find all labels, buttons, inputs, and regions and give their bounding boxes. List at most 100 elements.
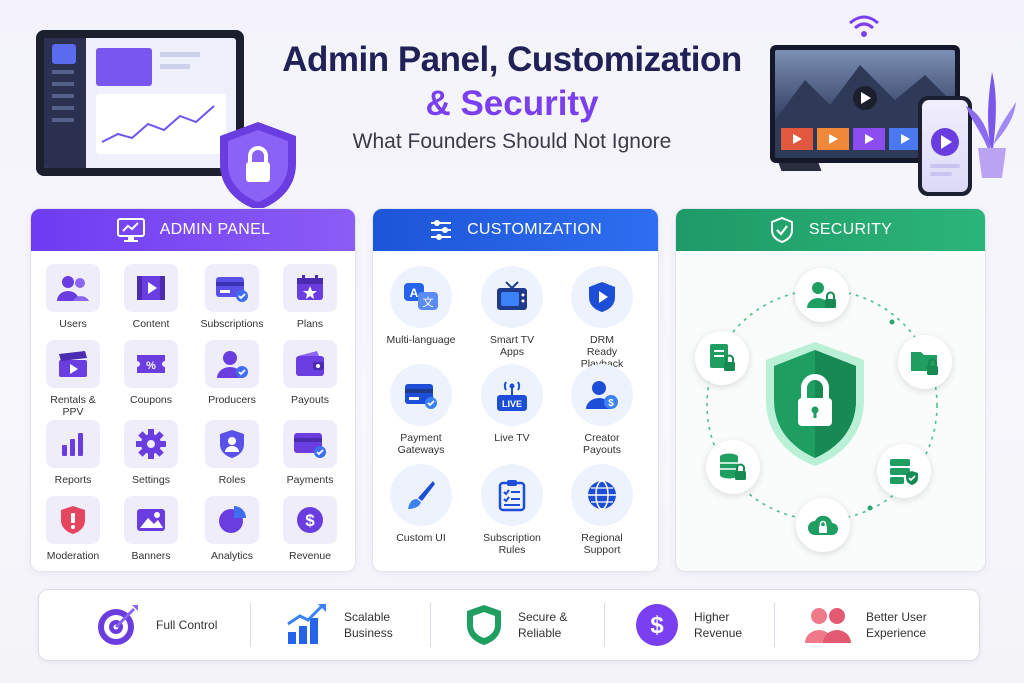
alert-shield-icon (61, 506, 85, 534)
clipboard-icon (498, 480, 526, 512)
live-tv-icon: LIVE (497, 381, 527, 411)
admin-item-moderation[interactable]: Moderation (43, 496, 103, 562)
custom-item-label: Regional Support (581, 532, 623, 556)
admin-item-reports[interactable]: Reports (43, 420, 103, 486)
custom-item-regional-support[interactable]: Regional Support (564, 464, 640, 556)
bar-chart-icon (62, 433, 83, 456)
benefit-label: Full Control (156, 618, 218, 632)
phone-illustration (918, 96, 972, 196)
page-title-line2: & Security (425, 84, 599, 123)
admin-item-label: Analytics (210, 550, 253, 562)
benefit-better-ux: Better User Experience (804, 589, 930, 661)
custom-item-subscription-rules[interactable]: Subscription Rules (474, 464, 550, 556)
admin-item-content[interactable]: Content (120, 264, 182, 330)
benefit-label: Scalable Business (344, 610, 393, 640)
custom-item-label: Smart TV Apps (489, 334, 535, 358)
calendar-star-icon (297, 275, 323, 300)
wallet-icon (296, 351, 324, 376)
paintbrush-icon (408, 481, 435, 509)
admin-item-roles[interactable]: Roles (196, 420, 268, 486)
payment-card-icon (294, 433, 326, 458)
admin-item-analytics[interactable]: Analytics (196, 496, 268, 562)
custom-item-payment-gateways[interactable]: Payment Gateways (382, 364, 460, 456)
svg-text:$: $ (305, 511, 315, 530)
image-icon (137, 509, 165, 531)
cloud-lock-icon (808, 515, 838, 535)
admin-panel-header: ADMIN PANEL (31, 209, 355, 251)
film-icon (137, 276, 165, 300)
divider (604, 603, 605, 647)
revenue-coin-icon: $ (636, 604, 678, 646)
admin-item-settings[interactable]: Settings (120, 420, 182, 486)
gateway-card-icon (405, 384, 437, 409)
svg-text:A: A (410, 286, 419, 300)
admin-item-label: Payouts (291, 394, 329, 406)
benefit-full-control: Full Control (94, 589, 217, 661)
benefits-bar (38, 589, 980, 661)
admin-item-label: Rentals & PPV (50, 394, 96, 418)
admin-item-producers[interactable]: Producers (196, 340, 268, 406)
admin-item-coupons[interactable]: % Coupons (120, 340, 182, 406)
custom-item-custom-ui[interactable]: Custom UI (382, 464, 460, 544)
dollar-icon: $ (297, 507, 323, 533)
admin-item-label: Roles (218, 474, 246, 486)
divider (250, 603, 251, 647)
custom-item-drm[interactable]: DRM Ready Playback (564, 266, 640, 370)
admin-item-rentals-ppv[interactable]: Rentals & PPV (43, 340, 103, 418)
plant-illustration (962, 62, 1020, 187)
custom-item-label: Creator Payouts (583, 432, 621, 456)
divider (774, 603, 775, 647)
security-cloud-lock (796, 498, 850, 552)
custom-item-label: Custom UI (396, 532, 446, 544)
custom-item-label: Subscription Rules (483, 532, 541, 556)
folder-lock-icon (911, 352, 938, 375)
admin-item-payments[interactable]: Payments (280, 420, 340, 486)
gear-icon (136, 429, 166, 459)
security-user-lock (795, 268, 849, 322)
admin-item-label: Subscriptions (200, 318, 264, 330)
benefit-scalable-business: Scalable Business (284, 589, 404, 661)
admin-item-banners[interactable]: Banners (120, 496, 182, 562)
role-shield-icon (220, 430, 244, 458)
target-icon (98, 605, 138, 645)
shield-check-icon (770, 216, 793, 244)
producer-icon (217, 351, 248, 378)
custom-item-label: Live TV (494, 432, 530, 444)
benefit-label: Higher Revenue (694, 610, 743, 640)
pie-chart-icon (219, 506, 246, 533)
security-database-lock (706, 440, 760, 494)
admin-monitor-illustration (36, 30, 244, 176)
custom-item-creator-payouts[interactable]: $ Creator Payouts (564, 364, 640, 456)
admin-item-label: Producers (208, 394, 256, 406)
admin-item-subscriptions[interactable]: Subscriptions (196, 264, 268, 330)
security-server-check (877, 444, 931, 498)
people-icon (805, 608, 851, 643)
admin-item-label: Coupons (129, 394, 173, 406)
drm-shield-icon (589, 282, 615, 312)
translate-icon: A文 (404, 283, 438, 310)
document-lock-icon (710, 344, 735, 371)
customization-title: CUSTOMIZATION (467, 221, 602, 238)
admin-item-payouts[interactable]: Payouts (280, 340, 340, 406)
growth-chart-icon (287, 604, 326, 644)
divider (430, 603, 431, 647)
clapper-icon (59, 351, 87, 377)
admin-item-plans[interactable]: Plans (280, 264, 340, 330)
lock-shield-icon (214, 118, 302, 219)
user-lock-icon (807, 282, 836, 308)
central-lock-shield-icon (760, 338, 870, 475)
admin-item-label: Revenue (288, 550, 332, 562)
admin-item-users[interactable]: Users (43, 264, 103, 330)
custom-item-smart-tv[interactable]: Smart TV Apps (474, 266, 550, 358)
card-check-icon (216, 277, 248, 302)
globe-icon (588, 480, 616, 510)
svg-text:文: 文 (423, 295, 434, 309)
coupon-icon: % (137, 355, 165, 373)
creator-dollar-icon: $ (586, 381, 618, 409)
customization-header: CUSTOMIZATION (373, 209, 658, 251)
admin-item-label: Banners (131, 550, 171, 562)
tv-icon (497, 281, 527, 310)
admin-item-revenue[interactable]: $ Revenue (280, 496, 340, 562)
custom-item-live-tv[interactable]: LIVE Live TV (474, 364, 550, 444)
